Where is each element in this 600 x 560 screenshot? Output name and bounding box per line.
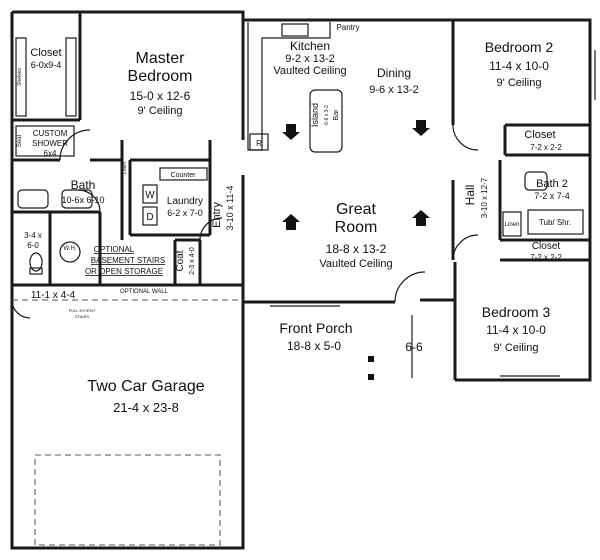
laundry-name: Laundry	[167, 196, 203, 207]
bedroom2-name: Bedroom 2	[485, 39, 554, 55]
hall-name: Hall	[463, 185, 477, 206]
entry-name: Entry	[211, 202, 223, 228]
basement-line-1: OPTIONAL	[94, 245, 135, 254]
washer-label: W	[145, 190, 155, 201]
arrow-up-icon	[282, 214, 300, 230]
bedroom3-dims: 11-4 x 10-0	[486, 323, 546, 337]
master-note: 9' Ceiling	[138, 105, 183, 117]
shower-name-1: CUSTOM	[33, 129, 68, 138]
room-labels: Closet 6-0x9-4 Shelves Master Bedroom 15…	[17, 23, 571, 415]
great-dims: 18-8 x 13-2	[326, 242, 387, 256]
vault-arrows	[282, 120, 430, 230]
kitchen-dims: 9-2 x 13-2	[285, 53, 335, 65]
shower-dims: 6x4	[44, 149, 57, 158]
range-label: R	[256, 139, 262, 148]
shower-name-2: SHOWER	[32, 139, 68, 148]
master-name-1: Master	[136, 50, 186, 67]
coat-dims: 2-3 x 4-0	[189, 247, 196, 275]
bar-label: Bar	[333, 109, 340, 121]
arrow-down-icon	[282, 124, 300, 140]
porch-dims: 18-8 x 5-0	[287, 339, 341, 353]
garage-dims: 21-4 x 23-8	[113, 400, 179, 415]
small-closet-dims-1: 3-4 x	[24, 231, 42, 240]
linen-label: Linen	[505, 222, 520, 228]
porch-depth: 6-6	[405, 340, 423, 354]
closet-b3-dims: 7-2 x 2-2	[530, 253, 562, 262]
entry-dims: 3-10 x 11-4	[225, 186, 235, 231]
tub-label: Tub/ Shr.	[539, 218, 571, 227]
great-note: Vaulted Ceiling	[319, 258, 392, 270]
great-name-1: Great	[336, 201, 377, 218]
closet-b2-name: Closet	[524, 129, 555, 141]
closet-master-dims: 6-0x9-4	[31, 60, 62, 70]
counter-label: Counter	[171, 172, 197, 179]
dining-dims: 9-6 x 13-2	[369, 84, 419, 96]
garage-name: Two Car Garage	[87, 378, 204, 395]
small-closet-dims-2: 6-0	[27, 241, 39, 250]
full-stairs-label-1: FULL EXTENT	[69, 308, 96, 313]
porch-name: Front Porch	[279, 320, 352, 336]
bedroom2-note: 9' Ceiling	[497, 77, 542, 89]
arrow-down-icon	[412, 120, 430, 136]
hall-dims: 3-10 x 12-7	[480, 177, 489, 218]
bedroom3-name: Bedroom 3	[482, 304, 551, 320]
arrow-up-icon	[412, 210, 430, 226]
interior-walls	[12, 12, 590, 302]
island-dims: 6-6 x 3-2	[324, 105, 330, 125]
optional-wall-label: OPTIONAL WALL	[120, 289, 169, 295]
closet-b2-dims: 7-2 x 2-2	[530, 143, 562, 152]
mud-dims: 11-1 x 4-4	[31, 290, 76, 301]
bath2-name: Bath 2	[536, 178, 568, 190]
pantry-label: Pantry	[336, 23, 359, 32]
bath-name: Bath	[71, 178, 96, 192]
shelves-label: Shelves	[17, 68, 23, 86]
island-name: Island	[310, 103, 320, 127]
laundry-dims: 6-2 x 7-0	[167, 208, 203, 218]
seat-label: Seat	[17, 134, 23, 147]
dining-name: Dining	[377, 66, 411, 80]
kitchen-name: Kitchen	[290, 39, 330, 53]
master-dims: 15-0 x 12-6	[130, 89, 191, 103]
basement-line-3: OR OPEN STORAGE	[85, 267, 163, 276]
master-name-2: Bedroom	[128, 68, 193, 85]
bath2-dims: 7-2 x 7-4	[534, 191, 570, 201]
bath-dims: 10-6x 6-10	[61, 195, 104, 205]
closet-master-name: Closet	[30, 47, 61, 59]
closet-b3-name: Closet	[532, 241, 561, 252]
linen-small-label: Linen	[122, 162, 128, 174]
door-swings	[11, 124, 479, 319]
basement-line-2: BASEMENT STAIRS	[91, 256, 165, 265]
bedroom2-dims: 11-4 x 10-0	[489, 59, 549, 73]
full-stairs-label-2: STAIRS	[75, 314, 89, 319]
bedroom3-note: 9' Ceiling	[494, 342, 539, 354]
fixtures	[12, 22, 596, 546]
water-heater-label: W.H.	[64, 246, 77, 252]
dryer-label: D	[146, 212, 153, 223]
coat-name: Coat	[175, 250, 186, 271]
great-name-2: Room	[335, 219, 378, 236]
kitchen-note: Vaulted Ceiling	[273, 65, 346, 77]
